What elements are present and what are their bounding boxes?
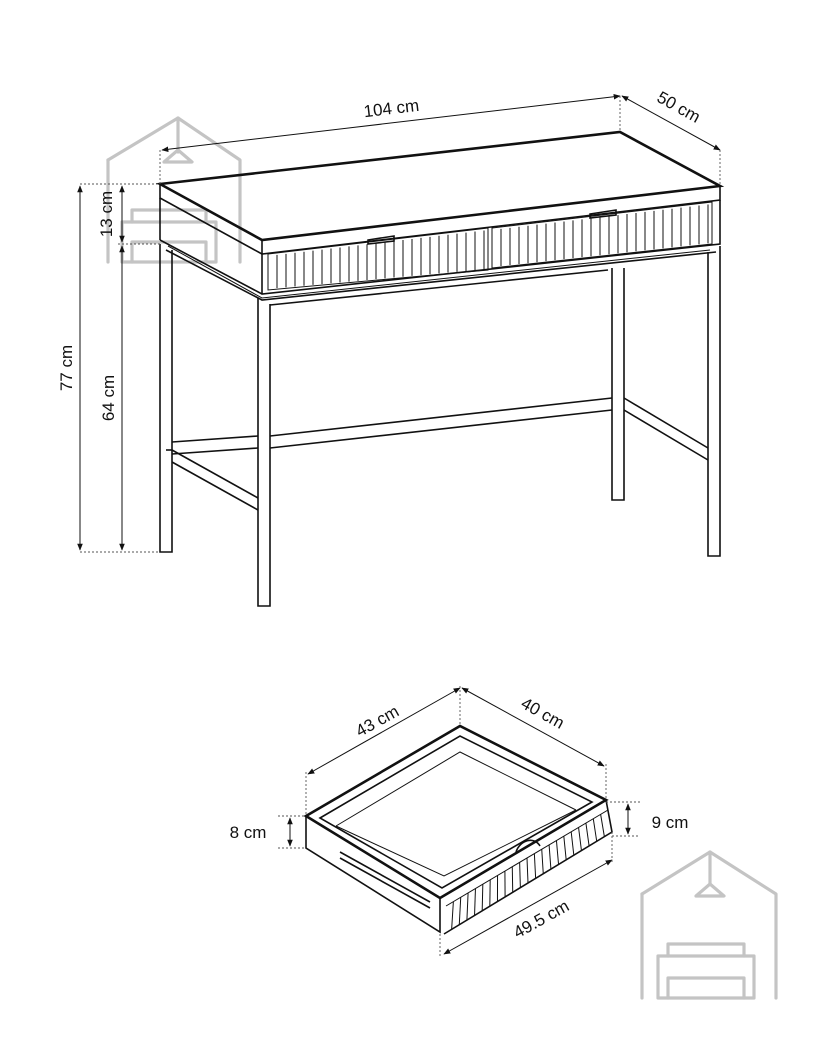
drawer-side-height-label: 8 cm xyxy=(230,823,267,842)
desk-depth-label: 50 cm xyxy=(654,88,704,127)
house-logo-watermark-bottom xyxy=(640,850,778,1000)
drawer-front-width-label: 49.5 cm xyxy=(510,896,572,942)
drawer-inner-depth-label: 40 cm xyxy=(518,694,568,733)
desk-total-height-label: 77 cm xyxy=(57,345,76,391)
drawer-front-fluting xyxy=(451,814,605,930)
desk-leg-height-label: 64 cm xyxy=(99,375,118,421)
desk-drawer-band-height-label: 13 cm xyxy=(97,191,116,237)
desk-drawing xyxy=(155,130,725,607)
desk-dimension-lines xyxy=(77,93,721,553)
drawer-fluting xyxy=(276,204,709,289)
house-logo-watermark-top xyxy=(106,116,242,264)
drawer-dimension-lines xyxy=(278,686,640,958)
drawer-front-height-label: 9 cm xyxy=(652,813,689,832)
desk-width-label: 104 cm xyxy=(363,96,421,121)
